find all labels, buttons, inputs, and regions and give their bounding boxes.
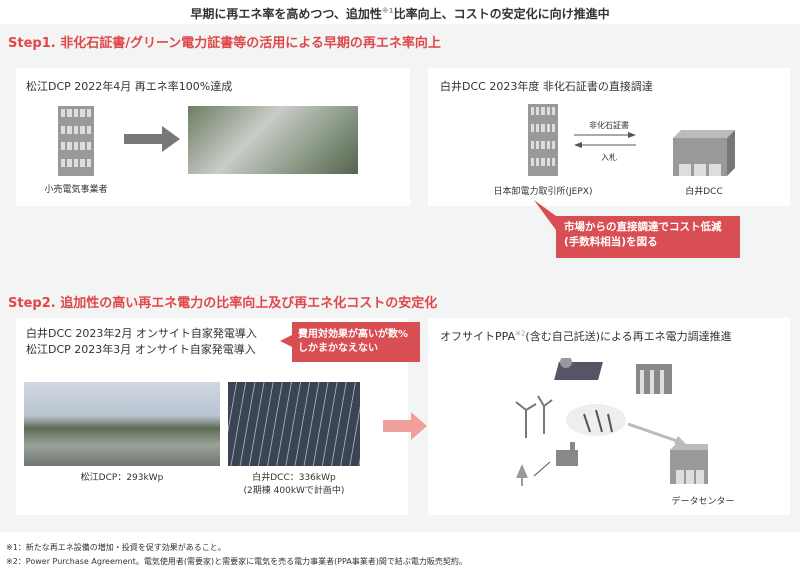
shiroi-caption-1: 白井DCC：336kWp — [252, 473, 336, 483]
footnote-1: ※1：新たな再エネ設備の増加・投資を促す効果があること。 — [6, 543, 226, 552]
arrow-right-icon — [383, 412, 427, 440]
solar-panel-icon — [554, 358, 603, 380]
onsite-line-1: 白井DCC 2023年2月 オンサイト自家発電導入 — [26, 327, 257, 340]
callout-pointer — [534, 200, 556, 230]
exchange-arrows-icon — [574, 132, 636, 148]
transmission-tower-icon — [566, 404, 626, 436]
onsite-line-2: 松江DCP 2023年3月 オンサイト自家発電導入 — [26, 343, 256, 356]
datacenter-icon — [670, 444, 708, 484]
card-title: 松江DCP 2022年4月 再エネ率100%達成 — [26, 80, 233, 93]
dcc-label: 白井DCC — [685, 187, 723, 197]
card-title: 白井DCC 2023年度 非化石証書の直接調達 — [440, 80, 653, 93]
datacenter-icon — [673, 130, 735, 176]
jepx-label: 日本卸電力取引所(JEPX) — [493, 187, 593, 197]
arrow-bottom-label: 入札 — [601, 153, 617, 162]
step1-left-card: 松江DCP 2022年4月 再エネ率100%達成 小売電気事業者 — [16, 68, 410, 206]
wind-turbine-icon — [515, 395, 553, 438]
factory-icon — [556, 442, 578, 466]
hydro-dam-icon — [636, 364, 672, 394]
ppa-diagram — [515, 358, 708, 486]
step2-right-card: オフサイトPPA※2(含む自己託送)による再エネ電力調達推進 データセンター — [428, 318, 790, 515]
tree-icon — [516, 464, 528, 478]
datacenter-label: データセンター — [671, 497, 735, 507]
callout-pointer — [280, 334, 294, 348]
matsue-caption: 松江DCP：293kWp — [80, 473, 164, 483]
step2-heading: Step2. 追加性の高い再エネ電力の比率向上及び再エネ化コストの安定化 — [8, 296, 438, 311]
arrow-to-dc — [627, 422, 681, 444]
card-title: オフサイトPPA※2(含む自己託送)による再エネ電力調達推進 — [440, 329, 732, 343]
page-title: 早期に再エネ率を高めつつ、追加性※1比率向上、コストの安定化に向け推進中 — [190, 7, 610, 21]
step1-right-card: 白井DCC 2023年度 非化石証書の直接調達 日本卸電力取引所(JEPX) 非… — [428, 68, 790, 206]
matsue-solar-photo — [24, 382, 220, 466]
step1-callout: 市場からの直接調達でコスト低減(手数料相当)を図る — [556, 216, 740, 258]
shiroi-solar-photo — [228, 382, 360, 466]
step2-callout: 費用対効果が高いが数%しかまかなえない — [292, 322, 420, 362]
building-label: 小売電気事業者 — [44, 185, 108, 195]
jepx-building-icon — [528, 104, 558, 176]
step1-heading: Step1. 非化石証書/グリーン電力証書等の活用による早期の再エネ率向上 — [8, 36, 441, 51]
arrow-top-label: 非化石証書 — [589, 121, 629, 130]
arrow-right-icon — [124, 126, 180, 152]
footnote-2: ※2：Power Purchase Agreement。電気使用者(需要家)と需… — [6, 557, 467, 566]
shiroi-caption-2: (2期棟 400kWで計画中) — [243, 486, 345, 496]
building-icon — [58, 106, 94, 176]
step2-left-card: 白井DCC 2023年2月 オンサイト自家発電導入 松江DCP 2023年3月 … — [16, 318, 420, 515]
datacenter-aerial-photo — [188, 106, 358, 174]
